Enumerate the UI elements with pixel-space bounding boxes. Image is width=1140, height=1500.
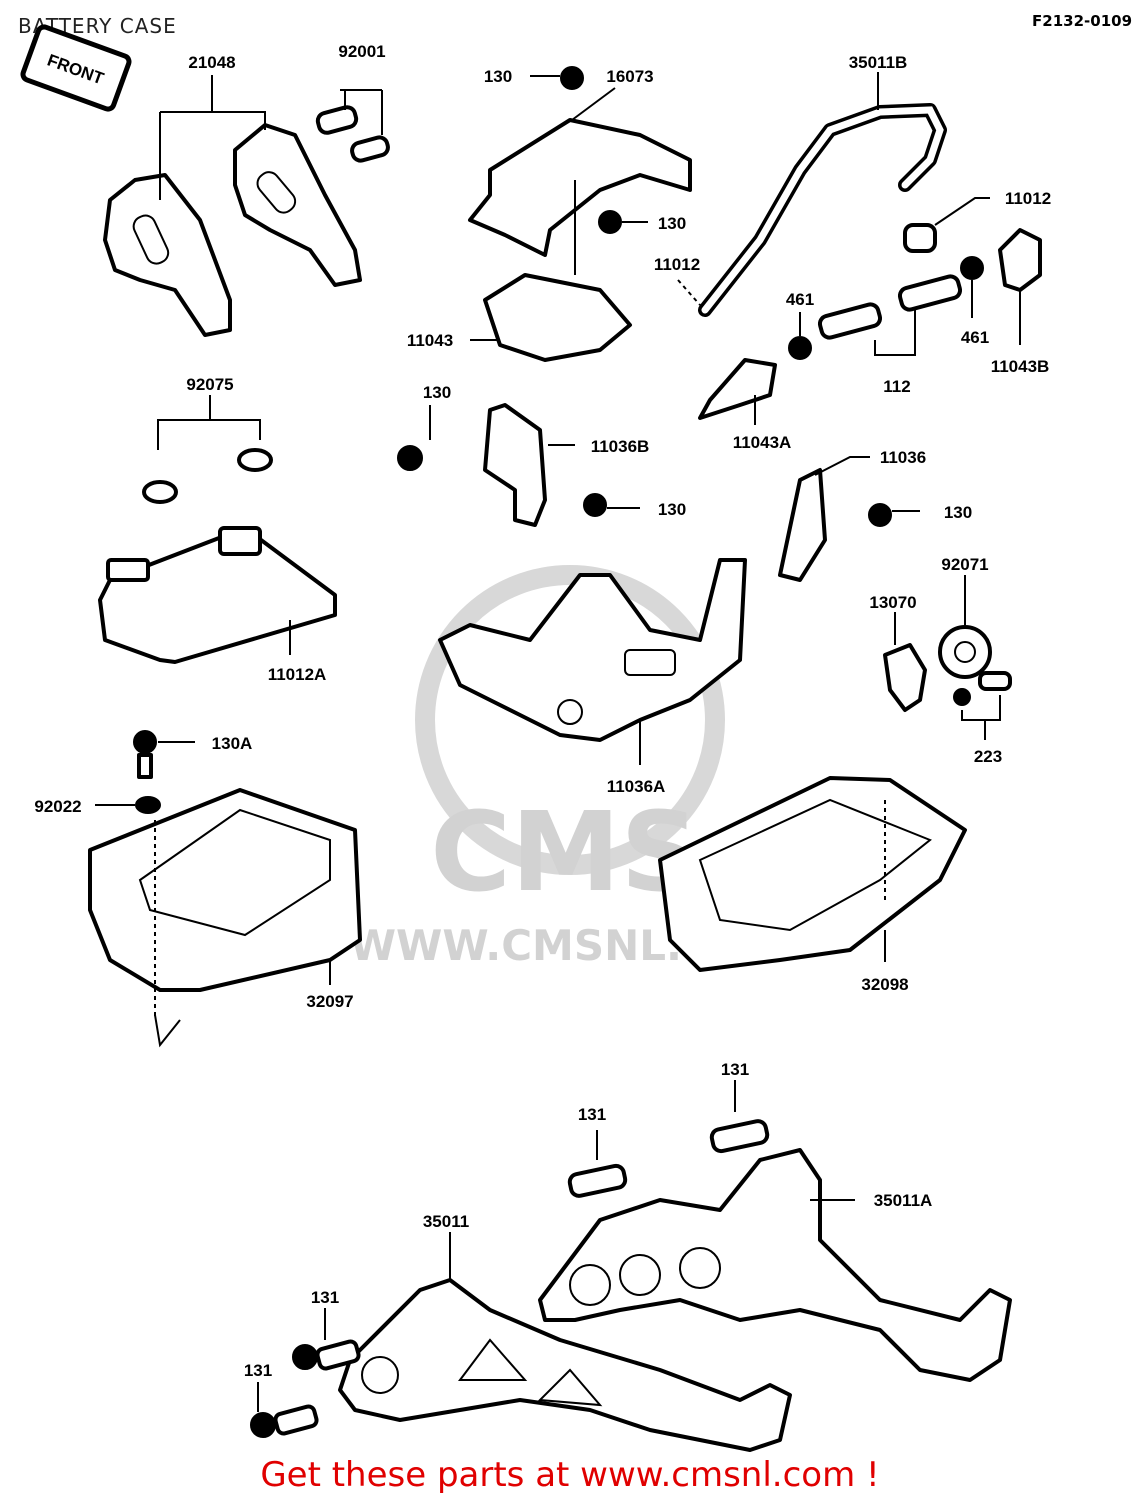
label-131-top: 131 (721, 1060, 749, 1079)
label-11012-right: 11012 (1005, 189, 1051, 208)
label-92022: 92022 (34, 797, 81, 816)
label-11012A: 11012A (268, 665, 327, 684)
label-130-mid: 130 (658, 214, 686, 233)
label-130-top: 130 (484, 67, 512, 86)
label-131-bottom: 131 (244, 1361, 272, 1380)
label-92071: 92071 (941, 555, 988, 574)
label-13070: 13070 (869, 593, 916, 612)
label-131-third: 131 (311, 1288, 339, 1307)
label-11036A: 11036A (607, 777, 666, 796)
label-461-left: 461 (786, 290, 814, 309)
label-130-right: 130 (944, 503, 972, 522)
footer-link[interactable]: Get these parts at www.cmsnl.com ! (260, 1455, 880, 1495)
part-16073-bracket (468, 118, 692, 257)
part-11036A-bracket (438, 558, 747, 742)
label-32098: 32098 (861, 975, 908, 994)
part-32097-battery-case (88, 788, 362, 992)
label-11043B: 11043B (991, 357, 1050, 376)
front-marker: FRONT (20, 24, 132, 112)
label-11036B: 11036B (591, 437, 650, 456)
label-11036: 11036 (880, 448, 926, 467)
label-223: 223 (974, 747, 1002, 766)
label-130-center: 130 (658, 500, 686, 519)
label-131-second: 131 (578, 1105, 606, 1124)
part-92001-screws (315, 105, 390, 163)
label-11012-left: 11012 (654, 255, 700, 274)
part-11012A-tray (98, 526, 337, 664)
label-16073: 16073 (606, 67, 653, 86)
label-11043A: 11043A (733, 433, 792, 452)
part-21048-brackets (103, 123, 362, 337)
label-35011A: 35011A (874, 1191, 933, 1210)
label-32097: 32097 (306, 992, 353, 1011)
part-35011-frame (338, 1278, 792, 1452)
part-35011B-rod (698, 103, 947, 317)
label-11043: 11043 (407, 331, 453, 350)
label-92075: 92075 (186, 375, 233, 394)
label-130-11036B: 130 (423, 383, 451, 402)
label-130A: 130A (212, 734, 253, 753)
label-35011: 35011 (423, 1212, 469, 1231)
label-35011B: 35011B (849, 53, 908, 72)
part-32098-cover (658, 776, 967, 972)
label-461-right: 461 (961, 328, 989, 347)
diagram-code: F2132-0109 (1032, 12, 1132, 30)
label-92001: 92001 (338, 42, 385, 61)
label-112: 112 (883, 377, 910, 396)
part-35011A-frame (538, 1148, 1012, 1382)
label-21048: 21048 (188, 53, 235, 72)
watermark-brand: CMS (430, 788, 699, 916)
part-11043-plate (483, 273, 632, 362)
